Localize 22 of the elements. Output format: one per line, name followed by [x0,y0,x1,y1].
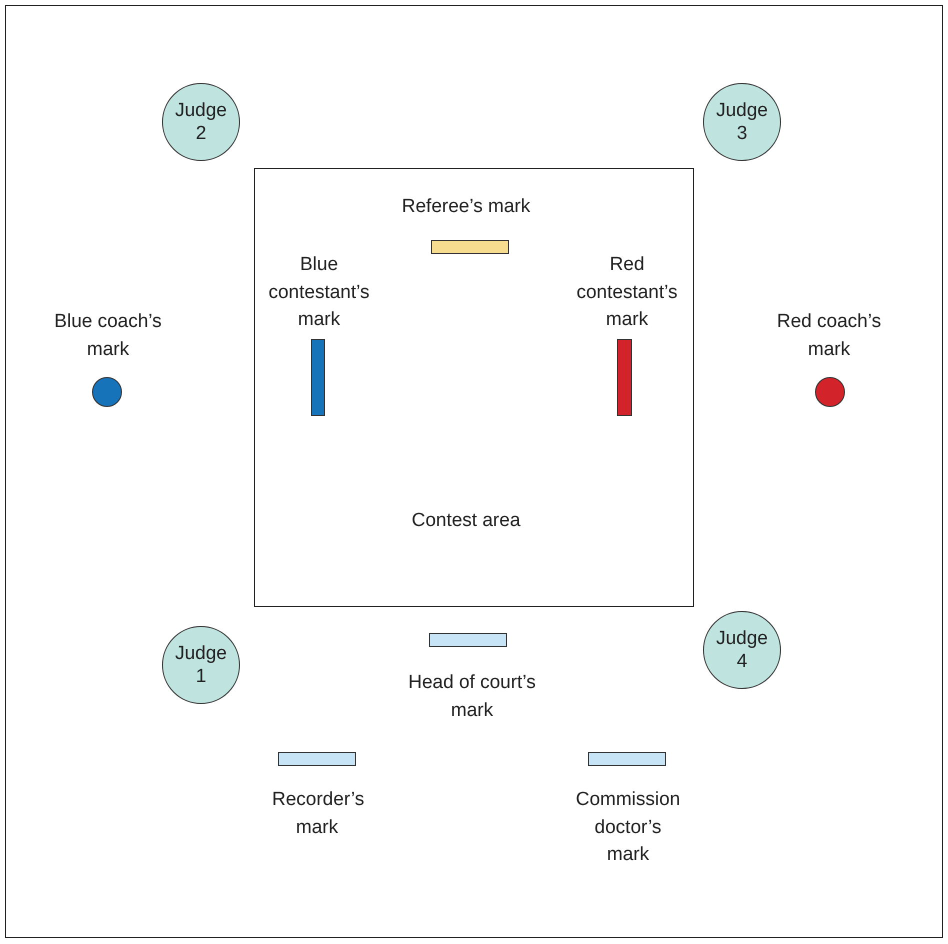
position-bar [588,752,666,766]
position-bar [429,633,507,647]
mark-label: Red contestant’s mark [575,253,679,332]
contest-area [254,168,694,607]
mark-label: Recorder’s mark [272,788,362,840]
position-bar [311,339,325,416]
area-label: Contest area [410,509,522,532]
judge-circle: Judge 2 [162,83,240,161]
position-bar [278,752,356,766]
position-dot [815,377,845,407]
mark-label: Blue contestant’s mark [267,253,371,332]
mark-label: Red coach’s mark [776,310,882,362]
position-bar [617,339,632,416]
position-dot [92,377,122,407]
mark-label: Referee’s mark [400,195,532,219]
judge-circle: Judge 1 [162,626,240,704]
judge-circle: Judge 4 [703,611,781,689]
judge-circle: Judge 3 [703,83,781,161]
mark-label: Commission doctor’s mark [574,788,682,867]
position-bar [431,240,509,254]
mark-label: Head of court’s mark [407,671,537,722]
mark-label: Blue coach’s mark [53,310,163,362]
